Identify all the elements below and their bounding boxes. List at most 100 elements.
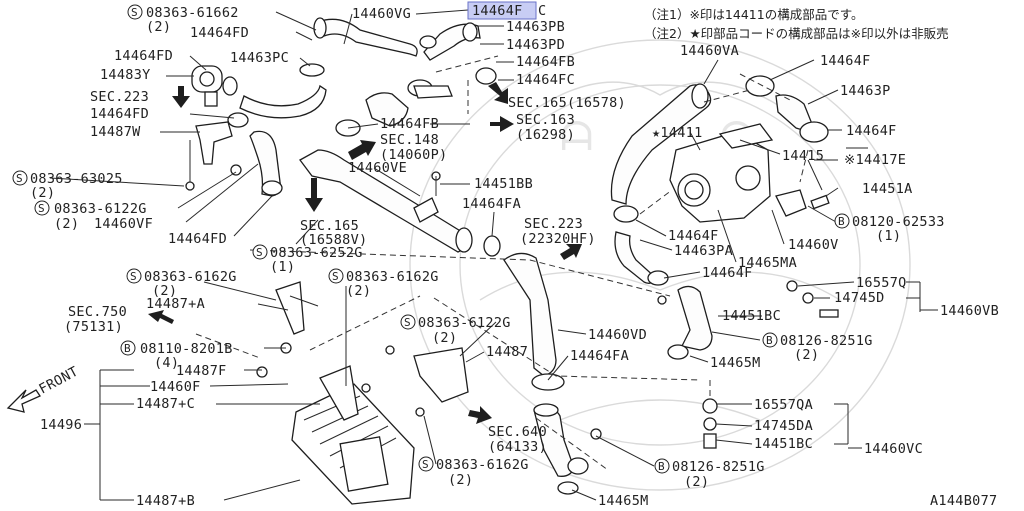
label-16557qa[interactable]: 16557QA [754, 397, 813, 413]
label-14415[interactable]: 14415 [782, 148, 824, 164]
label-sec165-b[interactable]: SEC.165 [300, 218, 359, 234]
arrow-sec750 [148, 310, 174, 324]
svg-text:B: B [658, 460, 665, 473]
arrow-sec223-b [560, 244, 582, 260]
label-14463pa[interactable]: 14463PA [674, 243, 733, 259]
label-14464f-c[interactable]: 14464F [668, 228, 719, 244]
label-08363-6162g-b[interactable]: S 08363-6162G (2) [328, 268, 439, 299]
label-08363-61662[interactable]: S 08363-61662 (2) [127, 4, 239, 35]
svg-text:S: S [131, 6, 138, 19]
label-08363-63025[interactable]: S 08363-63025 (2) [12, 170, 123, 201]
label-14451bb[interactable]: 14451BB [474, 176, 533, 192]
label-14417e[interactable]: ※14417E [844, 152, 906, 168]
label-14460vd[interactable]: 14460VD [588, 327, 647, 343]
hose-14460vf [249, 130, 281, 197]
label-14487b[interactable]: 14487+B [136, 493, 195, 509]
label-sec165-a[interactable]: SEC.165(16578) [508, 95, 626, 111]
arrows [148, 82, 582, 424]
label-14464fb-b[interactable]: 14464FB [380, 116, 439, 132]
svg-text:(2): (2) [684, 474, 709, 490]
label-14411[interactable]: ★14411 [652, 125, 703, 141]
svg-text:08363-6162G: 08363-6162G [346, 269, 439, 285]
label-14460vc[interactable]: 14460VC [864, 441, 923, 457]
label-sec223-b[interactable]: SEC.223 [524, 216, 583, 232]
label-08110-8201b[interactable]: B 08110-8201B (4) [120, 340, 233, 371]
label-sec750[interactable]: SEC.750 [68, 304, 127, 320]
label-14451bc-b[interactable]: 14451BC [754, 436, 813, 452]
label-14464fb-a[interactable]: 14464FB [516, 54, 575, 70]
label-14487[interactable]: 14487 [486, 344, 528, 360]
label-08363-6122g-a[interactable]: S 08363-6122G (2) [34, 200, 147, 232]
label-sec640[interactable]: SEC.640 [488, 424, 547, 440]
svg-text:(2): (2) [30, 185, 55, 201]
svg-text:(2): (2) [146, 19, 171, 35]
label-14464fa-b[interactable]: 14464FA [570, 348, 629, 364]
label-14487c[interactable]: 14487+C [136, 396, 195, 412]
leader-lines [49, 9, 938, 501]
svg-text:08363-61662: 08363-61662 [146, 5, 239, 21]
label-14496[interactable]: 14496 [40, 417, 82, 433]
svg-text:S: S [332, 270, 339, 283]
front-indicator: FRONT [6, 364, 81, 413]
arrow-sec148 [348, 140, 376, 160]
label-14451bc-a[interactable]: 14451BC [722, 308, 781, 324]
label-14745da[interactable]: 14745DA [754, 418, 813, 434]
label-08126-8251g-b[interactable]: B 08126-8251G (2) [654, 458, 765, 490]
label-14463p[interactable]: 14463P [840, 83, 891, 99]
label-14487w[interactable]: 14487W [90, 124, 141, 140]
label-14483y[interactable]: 14483Y [100, 67, 151, 83]
label-14464fd-a[interactable]: 14464FD [190, 25, 249, 41]
label-sec165-b-n[interactable]: (16588V) [300, 232, 367, 248]
label-sec750-n[interactable]: (75131) [64, 319, 123, 335]
label-14487f[interactable]: 14487F [176, 363, 227, 379]
label-08363-6162g-a[interactable]: S 08363-6162G (2) [126, 268, 237, 299]
label-sec223-a[interactable]: SEC.223 [90, 89, 149, 105]
label-14464fd-c[interactable]: 14464FD [90, 106, 149, 122]
svg-text:(2): (2) [346, 283, 371, 299]
arrow-sec223-a [172, 86, 190, 108]
label-14745d[interactable]: 14745D [834, 290, 885, 306]
svg-text:(1): (1) [876, 228, 901, 244]
label-14464f-a[interactable]: 14464F [820, 53, 871, 69]
svg-text:(2): (2) [54, 216, 79, 232]
label-14460vb[interactable]: 14460VB [940, 303, 999, 319]
label-14463pb[interactable]: 14463PB [506, 19, 565, 35]
label-14465m-b[interactable]: 14465M [598, 493, 649, 509]
label-14464f-highlighted[interactable]: 14464F [472, 3, 523, 19]
diagram-code: A144B077 [930, 493, 997, 509]
label-08120-62533[interactable]: B 08120-62533 (1) [834, 213, 945, 244]
label-08363-6162g-c[interactable]: S 08363-6162G (2) [418, 456, 529, 488]
label-sec640-n[interactable]: (64133) [488, 439, 547, 455]
label-08363-6252g[interactable]: S 08363-6252G (1) [252, 244, 363, 275]
arrow-sec165-a [488, 82, 508, 104]
label-14464f-d[interactable]: 14464F [702, 265, 753, 281]
label-sec163-n[interactable]: (16298) [516, 127, 575, 143]
label-14460f[interactable]: 14460F [150, 379, 201, 395]
label-14465ma[interactable]: 14465MA [738, 255, 797, 271]
label-14463pc[interactable]: 14463PC [230, 50, 289, 66]
label-sec148-n[interactable]: (14060P) [380, 147, 447, 163]
label-sec163[interactable]: SEC.163 [516, 112, 575, 128]
label-14460vf[interactable]: 14460VF [94, 216, 153, 232]
label-14460ve[interactable]: 14460VE [348, 160, 407, 176]
label-08126-8251g-a[interactable]: B 08126-8251G (2) [762, 332, 873, 363]
label-sec223-b-n[interactable]: (22320HF) [520, 231, 596, 247]
label-sec148[interactable]: SEC.148 [380, 132, 439, 148]
label-14463pd[interactable]: 14463PD [506, 37, 565, 53]
label-14464fd-b[interactable]: 14464FD [114, 48, 173, 64]
label-14465m-a[interactable]: 14465M [710, 355, 761, 371]
label-14464fd-d[interactable]: 14464FD [168, 231, 227, 247]
label-14464f-b[interactable]: 14464F [846, 123, 897, 139]
label-14487a[interactable]: 14487+A [146, 296, 205, 312]
arrow-sec640 [468, 406, 492, 424]
label-08363-6122g-b[interactable]: S 08363-6122G (2) [400, 314, 511, 346]
label-14460vg[interactable]: 14460VG [352, 6, 411, 22]
label-14460va[interactable]: 14460VA [680, 43, 739, 59]
label-14451a[interactable]: 14451A [862, 181, 913, 197]
svg-text:S: S [130, 270, 137, 283]
label-16557q[interactable]: 16557Q [856, 275, 907, 291]
label-14460v[interactable]: 14460V [788, 237, 839, 253]
label-14464fc[interactable]: 14464FC [516, 72, 575, 88]
label-14464fa-a[interactable]: 14464FA [462, 196, 521, 212]
